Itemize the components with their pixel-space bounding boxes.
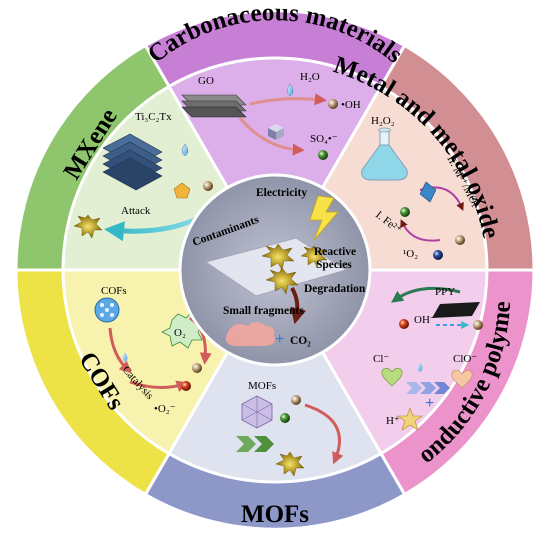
proton-label: H⁺ [386, 415, 400, 427]
superoxide-label: •O₂⁻ [154, 403, 176, 415]
sulfate-radical-ball [318, 150, 328, 160]
so4-label: SO₄•⁻ [310, 133, 338, 145]
mof-ball-brown [291, 395, 301, 405]
mxene-formula-label: Ti₃C₂Tx [135, 111, 172, 123]
oh-radical-ball [328, 99, 338, 109]
sector-mofs-inner [166, 266, 384, 484]
reactive-label-2: Species [316, 259, 352, 271]
chevron-arrows-icon [406, 382, 450, 394]
go-label: GO [198, 75, 214, 87]
mofs-label: MOFs [248, 380, 276, 392]
go-arrow-to-oh [249, 93, 327, 106]
ppy-reaction-arrow [391, 286, 461, 303]
mxene-ball-brown [203, 181, 213, 191]
mof-pollutant-star [275, 451, 305, 477]
metal-radical-ball-2 [455, 235, 465, 245]
ppy-label: PPY [435, 286, 455, 298]
co2-label: CO₂ [290, 335, 311, 347]
heart-peach-icon [451, 369, 473, 389]
reactive-label-1: Reactive [314, 246, 356, 258]
chloride-label: Cl⁻ [373, 353, 389, 365]
star-icon [397, 407, 423, 431]
hydroxyl-ball-brown [473, 320, 483, 330]
mxene-stack-icon [102, 133, 163, 191]
cof-arrow-left [108, 327, 132, 374]
plus-sign: + [425, 395, 434, 412]
hydroxide-label: OH⁻ [414, 314, 436, 326]
graphene-oxide-sheets [181, 94, 247, 118]
cof-ball-red [181, 381, 191, 391]
conductive-content: PPY OH⁻ Cl⁻ ClO⁻ + H⁺ [373, 286, 483, 431]
flask-icon [361, 127, 408, 181]
center-hub: Electricity Contaminants Reactive Specie… [178, 173, 372, 367]
title-mofs: MOFs [241, 501, 309, 528]
fragments-cloud [226, 322, 275, 346]
hydroxyl-ball-red [399, 319, 409, 329]
mxene-content: Ti₃C₂Tx Attack [73, 111, 213, 242]
center-star-1 [261, 243, 295, 271]
heart-green-icon [381, 367, 403, 387]
center-star-2 [265, 267, 299, 295]
mxene-pollutant-star [73, 214, 103, 239]
water-drop-icon [286, 83, 294, 97]
small-fragments-label: Small fragments [223, 305, 304, 317]
mxene-pentagon-icon [173, 182, 191, 199]
carbonaceous-content: GO H₂O •OH SO₄•⁻ [181, 71, 361, 160]
metal-radical-ball-1 [400, 207, 410, 217]
water-drop-icon-2 [417, 362, 423, 372]
cof-ball-brown [192, 363, 202, 373]
electricity-label: Electricity [256, 187, 307, 199]
singlet-oxygen-label: ¹O₂ [403, 248, 418, 260]
attack-label: Attack [121, 205, 151, 217]
chevron-green-1 [236, 436, 256, 452]
mof-curve-arrow [304, 403, 344, 465]
mof-ball-green [280, 413, 290, 423]
water-drop-icon-4 [181, 143, 189, 157]
water-drop-icon-3 [122, 352, 128, 362]
hypochlorite-label: ClO⁻ [453, 353, 477, 365]
go-arrow-to-so4 [238, 117, 305, 156]
metal-oxide-crystal-icon [419, 181, 437, 203]
oh-label: •OH [341, 99, 361, 111]
degradation-label: Degradation [304, 283, 366, 295]
degradation-arrow [290, 287, 307, 325]
center-plus: + [275, 331, 284, 348]
h2o-label: H₂O [300, 71, 320, 83]
cofs-label: COFs [101, 285, 127, 297]
center-star-3 [300, 245, 328, 268]
cof-arrow-bottom [129, 380, 189, 392]
fenton-cycle-arrow-bottom [400, 219, 441, 242]
cof-framework-icon [94, 297, 120, 323]
singlet-oxygen-ball [433, 250, 443, 260]
mofs-content: MOFs [236, 380, 344, 477]
lightning-icon [309, 195, 339, 241]
persulfate-cube-icon [268, 124, 284, 140]
ppy-film-icon [432, 302, 480, 318]
chevron-green-2 [254, 436, 274, 452]
oxygen-label: O₂ [174, 327, 186, 339]
h2o2-label: H₂O₂ [371, 115, 395, 127]
